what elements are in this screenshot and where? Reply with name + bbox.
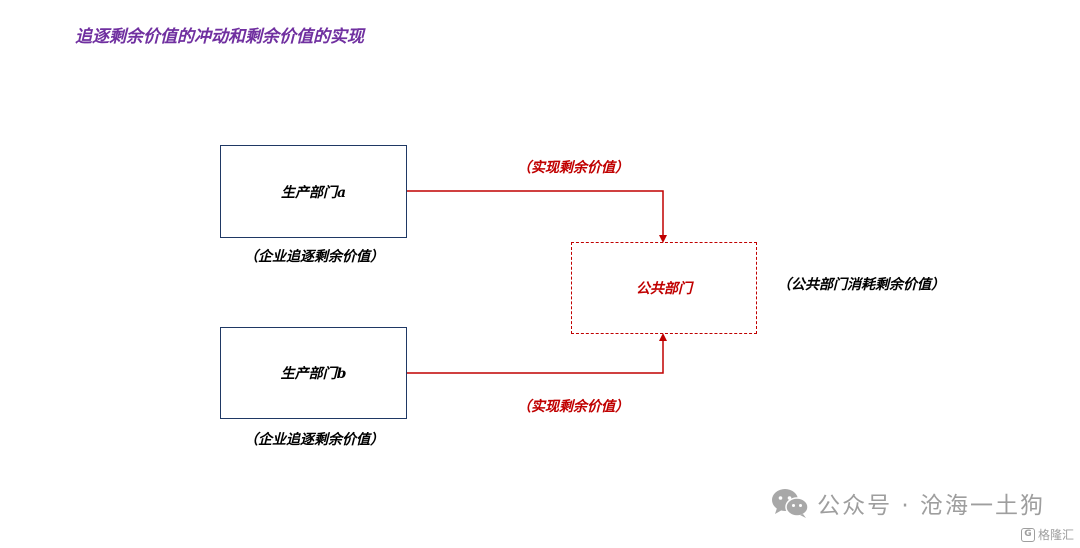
node-production-a-caption: （企业追逐剩余价值）	[244, 249, 384, 265]
node-production-b: 生产部门b	[220, 327, 407, 419]
node-production-a: 生产部门a	[220, 145, 407, 238]
gelonghui-logo: G 格隆汇	[1020, 526, 1074, 543]
node-public-sector-label: 公共部门	[636, 281, 692, 297]
node-public-sector-caption: （公共部门消耗剩余价值）	[777, 277, 945, 293]
gelonghui-logo-text: 格隆汇	[1037, 528, 1074, 542]
wechat-icon	[772, 489, 809, 518]
node-production-b-label: 生产部门b	[280, 366, 347, 382]
edge-a-to-public-line	[406, 190, 664, 236]
node-production-b-caption: （企业追逐剩余价值）	[244, 432, 384, 448]
gelonghui-logo-icon: G	[1020, 527, 1035, 542]
node-public-sector: 公共部门	[571, 242, 757, 334]
watermark-text: 公众号 · 沧海一土狗	[817, 493, 1045, 519]
edge-b-to-public	[406, 333, 667, 374]
node-production-a-label: 生产部门a	[280, 184, 347, 201]
diagram-title: 追逐剩余价值的冲动和剩余价值的实现	[75, 27, 364, 47]
edge-a-to-public	[406, 190, 667, 243]
edge-b-to-public-arrowhead	[659, 333, 667, 341]
edge-b-to-public-label: （实现剩余价值）	[517, 399, 629, 415]
edge-b-to-public-line	[406, 340, 664, 374]
edge-a-to-public-label: （实现剩余价值）	[517, 160, 629, 176]
watermark: 公众号 · 沧海一土狗	[771, 486, 1045, 520]
